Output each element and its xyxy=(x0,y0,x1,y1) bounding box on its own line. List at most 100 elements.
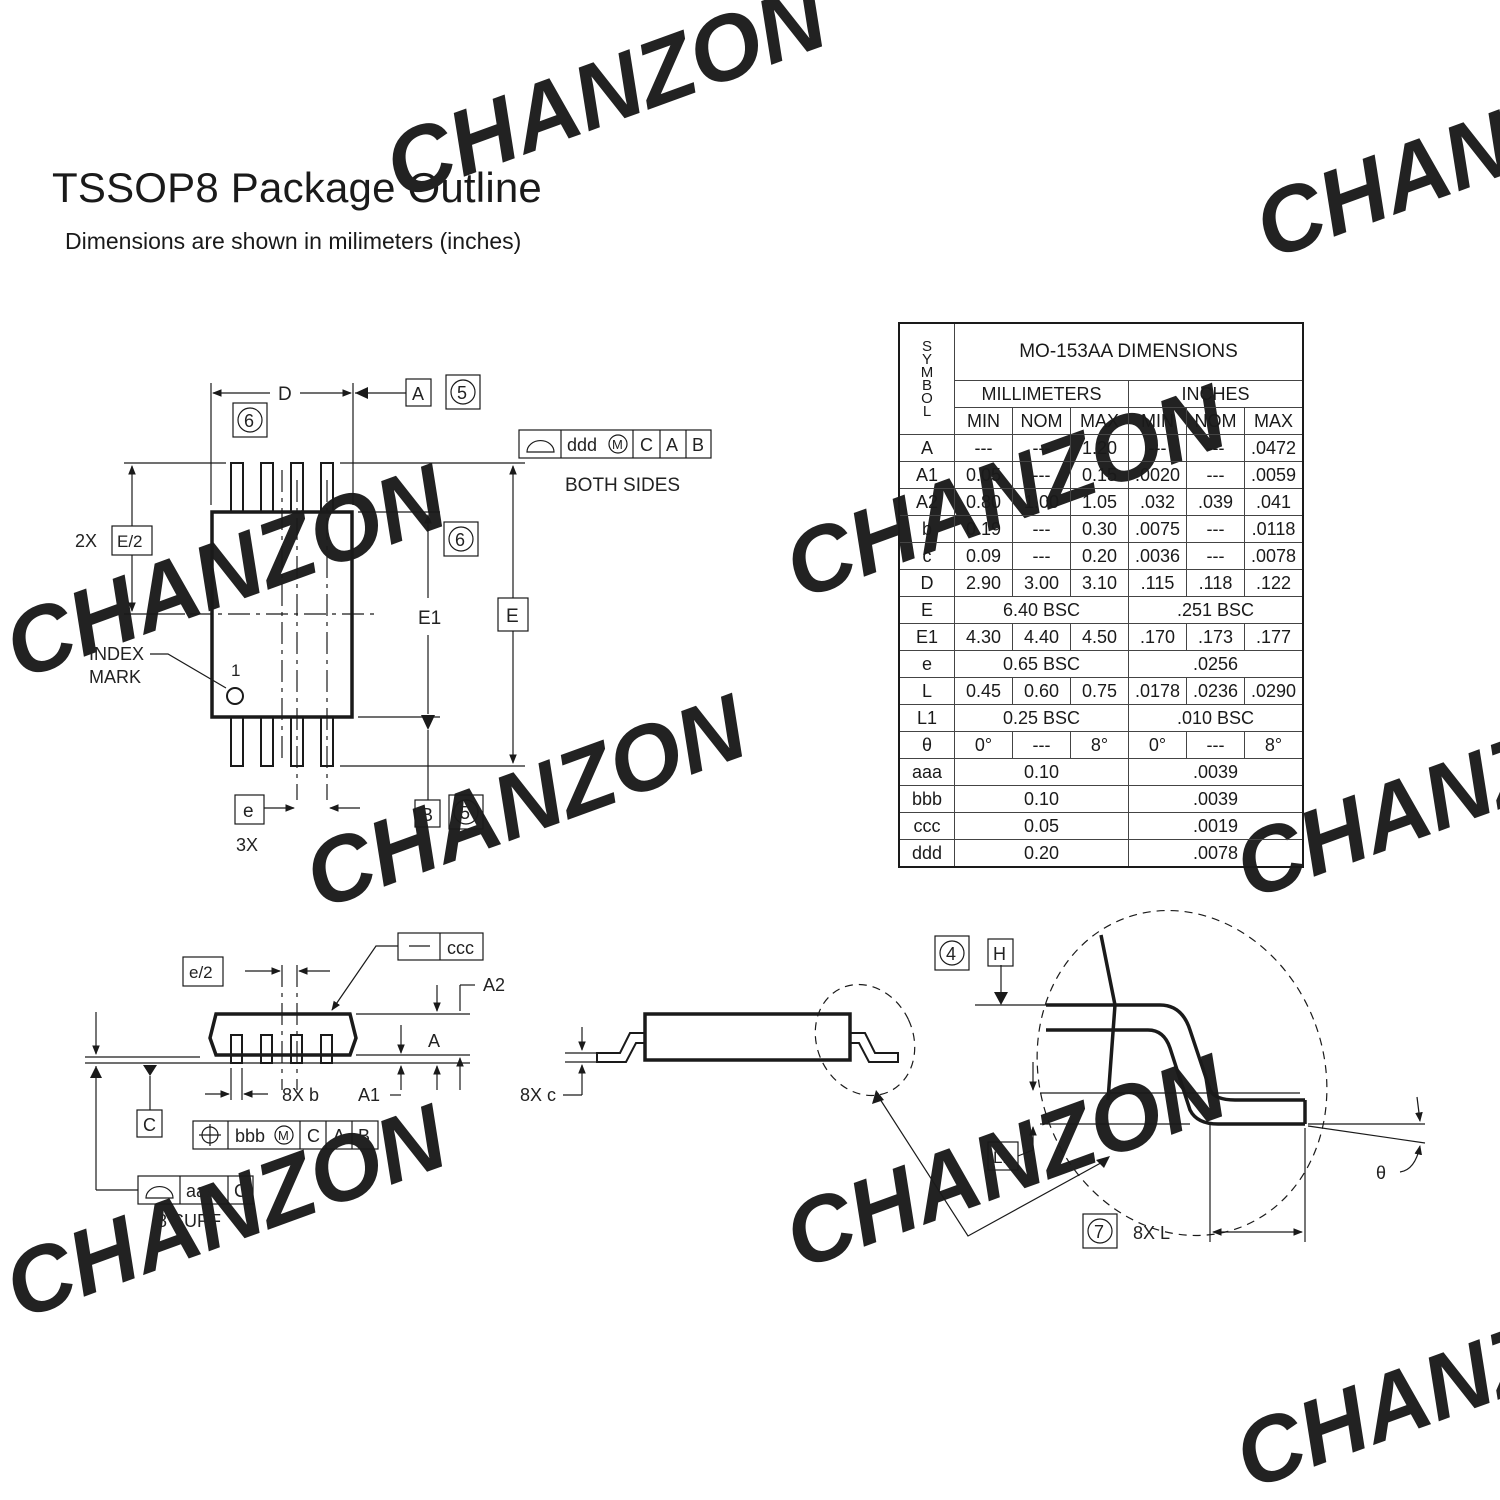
symbol-header-letter: B xyxy=(921,377,932,394)
fcf-value: bbb xyxy=(235,1126,265,1146)
watermark-text: CHANZON xyxy=(1222,1255,1500,1500)
fcf-value: aaa xyxy=(186,1181,217,1201)
table-cell: 0.20 xyxy=(1070,542,1129,570)
fcf-ref: B xyxy=(358,1126,370,1146)
note-box xyxy=(445,374,481,410)
units-header-in: INCHES xyxy=(1128,380,1304,408)
symbol-header-letter: S xyxy=(921,338,932,355)
detail-circle xyxy=(814,983,916,1097)
dim-a2-label: A2 xyxy=(483,975,505,995)
leader-line xyxy=(150,653,227,689)
note-box xyxy=(448,794,484,830)
page-title: TSSOP8 Package Outline xyxy=(52,164,542,211)
table-cell: .0019 xyxy=(1128,812,1304,840)
lead xyxy=(260,716,274,767)
fcf-ref: A xyxy=(333,1126,345,1146)
both-sides-label: BOTH SIDES xyxy=(565,475,680,496)
table-cell: --- xyxy=(1128,434,1187,462)
eight-x-c-label: 8X c xyxy=(520,1085,556,1105)
table-cell: L xyxy=(898,677,955,705)
table-cell: --- xyxy=(1186,515,1245,543)
table-cell: --- xyxy=(1186,434,1245,462)
note-4-label: 4 xyxy=(946,944,956,964)
mmc-modifier: M xyxy=(278,1128,289,1143)
table-cell: 0° xyxy=(954,731,1013,759)
table-cell: A xyxy=(898,434,955,462)
top-view: 1 INDEX MARK D A 5 6 ddd M C xyxy=(75,374,712,855)
table-cell: 4.50 xyxy=(1070,623,1129,651)
index-mark-circle xyxy=(226,687,244,705)
subheader: MIN xyxy=(954,407,1013,435)
lead xyxy=(230,716,244,767)
table-cell: 6.40 BSC xyxy=(954,596,1129,624)
table-cell: E xyxy=(898,596,955,624)
fcf-ddd: ddd M C A B xyxy=(518,429,712,459)
table-cell: .0078 xyxy=(1244,542,1304,570)
table-cell: e xyxy=(898,650,955,678)
eight-surf-label: 8 SURF xyxy=(157,1211,221,1231)
table-cell: .0118 xyxy=(1244,515,1304,543)
table-cell: bbb xyxy=(898,785,955,813)
lead xyxy=(320,1034,333,1064)
lead-profile xyxy=(850,1032,899,1063)
datum-arrow xyxy=(994,992,1008,1005)
note-circle xyxy=(453,799,479,825)
fcf-bbb: bbb M C A B xyxy=(192,1120,379,1150)
note-6-label: 6 xyxy=(455,530,465,550)
fcf-frame xyxy=(518,429,712,459)
theta-label: θ xyxy=(1376,1163,1386,1183)
fcf-ref: C xyxy=(234,1181,247,1201)
detail-connector xyxy=(877,1095,1109,1237)
table-cell: c xyxy=(898,542,955,570)
table-cell: L1 xyxy=(898,704,955,732)
table-cell: .032 xyxy=(1128,488,1187,516)
table-cell: .115 xyxy=(1128,569,1187,597)
symbol-header-letter: O xyxy=(921,390,933,407)
dim-e-box xyxy=(497,597,529,632)
index-mark-label: INDEX xyxy=(89,644,144,664)
table-cell: .0178 xyxy=(1128,677,1187,705)
datum-a-box xyxy=(405,378,432,407)
detail-view: H 4 L1 8X L 7 θ xyxy=(934,909,1426,1249)
table-cell: 0.30 xyxy=(1070,515,1129,543)
angle-arrow xyxy=(1399,1145,1422,1173)
angle-arrow xyxy=(1415,1096,1423,1122)
table-cell: 4.40 xyxy=(1012,623,1071,651)
table-cell: .0256 xyxy=(1128,650,1304,678)
datum-arrow xyxy=(355,387,368,399)
table-cell: --- xyxy=(1012,515,1071,543)
lead xyxy=(260,462,274,513)
mmc-circle xyxy=(608,434,628,454)
watermark-text: CHANZON xyxy=(0,1085,461,1339)
dim-e-label: E xyxy=(506,606,519,627)
table-cell: θ xyxy=(898,731,955,759)
fcf-ref: B xyxy=(692,435,704,455)
table-cell: .0059 xyxy=(1244,461,1304,489)
index-mark-label: MARK xyxy=(89,667,141,687)
e-half-box xyxy=(182,956,224,987)
dim-e1-label: E1 xyxy=(418,608,441,629)
dim-a1-label: A1 xyxy=(358,1085,380,1105)
table-cell: .0075 xyxy=(1128,515,1187,543)
lead-profile xyxy=(596,1032,645,1063)
table-cell: --- xyxy=(1012,731,1071,759)
end-body xyxy=(643,1012,852,1062)
eight-x-l-label: 8X L xyxy=(1133,1223,1170,1243)
datum-arrow xyxy=(421,715,435,730)
note-box xyxy=(934,935,970,971)
table-cell: --- xyxy=(1186,542,1245,570)
table-cell: .122 xyxy=(1244,569,1304,597)
profile-surface-icon xyxy=(526,439,555,453)
table-cell: .170 xyxy=(1128,623,1187,651)
